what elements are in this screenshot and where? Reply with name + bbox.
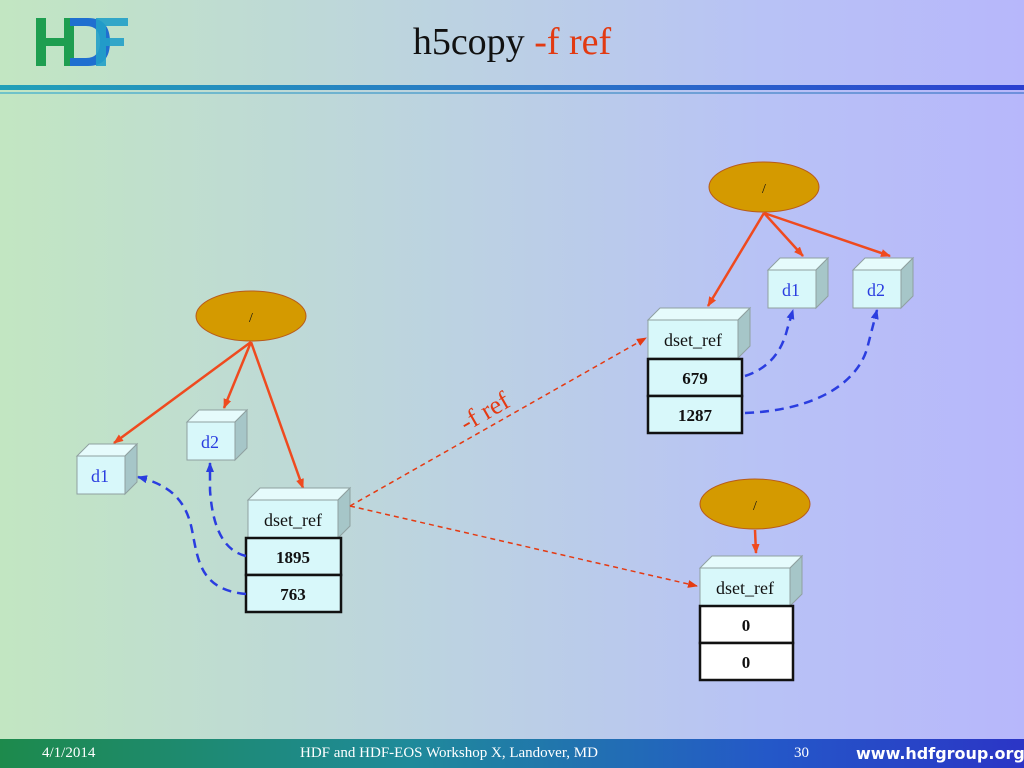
source-d1-label: d1 [91,466,109,486]
source-edge-d2 [222,341,253,409]
target-top-dataset-d1: d1 [766,256,830,310]
target-bottom-edge-dset [751,529,760,554]
slide-title: h5copy -f ref [0,20,1024,64]
source-ref-to-d2 [206,462,247,558]
target-bottom-cell-0 [698,604,795,645]
source-ref-to-d1 [137,475,247,596]
target-top-root-label: / [762,182,766,197]
target-top-cell-0-value: 679 [682,369,708,388]
source-d2-label: d2 [201,432,219,452]
target-top-d2-label: d2 [867,280,885,300]
target-top-dataset-d2: d2 [851,256,915,310]
footer-bar: 4/1/2014 HDF and HDF-EOS Workshop X, Lan… [0,739,1024,768]
target-top-root-group [708,161,820,213]
source-edge-d1 [113,340,252,445]
target-bottom-cell-1-value: 0 [742,653,751,672]
title-separator [0,85,1024,90]
target-top-d1-label: d1 [782,280,800,300]
target-bottom-root-label: / [753,499,757,514]
footer-event: HDF and HDF-EOS Workshop X, Landover, MD [300,745,598,761]
title-main: h5copy [412,21,525,63]
footer-website: www.hdfgroup.org [856,744,1024,763]
hdf-logo [30,14,130,75]
source-root-label: / [249,311,253,326]
source-dataset-d2: d2 [185,408,249,462]
source-dataset-d1: d1 [75,442,139,496]
target-top-ref-to-d1 [744,309,795,378]
copy-arrow-to-top [349,337,647,507]
source-dset-ref: dset_ref 1895 763 [244,486,352,614]
source-cell-0-value: 1895 [276,548,310,567]
target-top-cell-1 [646,394,744,435]
source-edge-dset [249,341,305,489]
target-file-with-refs: / d1 d2 dset_ref 67 [646,161,915,435]
target-bottom-cell-1 [698,641,795,682]
target-bottom-root-group [699,478,811,530]
title-accent: -f ref [534,21,612,63]
hdf-logo-graphic [36,18,128,66]
source-file: / d1 d2 d [75,290,352,614]
copy-arrow-to-bottom [349,505,698,588]
target-top-edge-d1 [763,212,804,257]
footer-date: 4/1/2014 [42,745,96,761]
target-top-cell-1-value: 1287 [678,406,713,425]
target-top-dset-label: dset_ref [664,330,722,350]
source-cell-0 [244,536,343,577]
source-dset-label: dset_ref [264,510,322,530]
source-cell-1 [244,573,343,614]
target-top-dset-ref: dset_ref 679 1287 [646,306,752,435]
source-cell-1-value: 763 [280,585,306,604]
target-top-cell-0 [646,357,744,398]
reference-diagram: / d1 d2 d [75,161,915,682]
footer-page-number: 30 [794,745,809,761]
target-bottom-dset-label: dset_ref [716,578,774,598]
target-top-edge-dset [706,212,766,307]
title-separator-thin [0,92,1024,94]
source-root-group [195,290,307,342]
target-file-without-refs: / dset_ref 0 0 [698,478,811,682]
target-top-ref-to-d2 [744,309,879,415]
target-top-edge-d2 [763,211,891,258]
target-bottom-dset-ref: dset_ref 0 0 [698,554,804,682]
target-bottom-cell-0-value: 0 [742,616,751,635]
